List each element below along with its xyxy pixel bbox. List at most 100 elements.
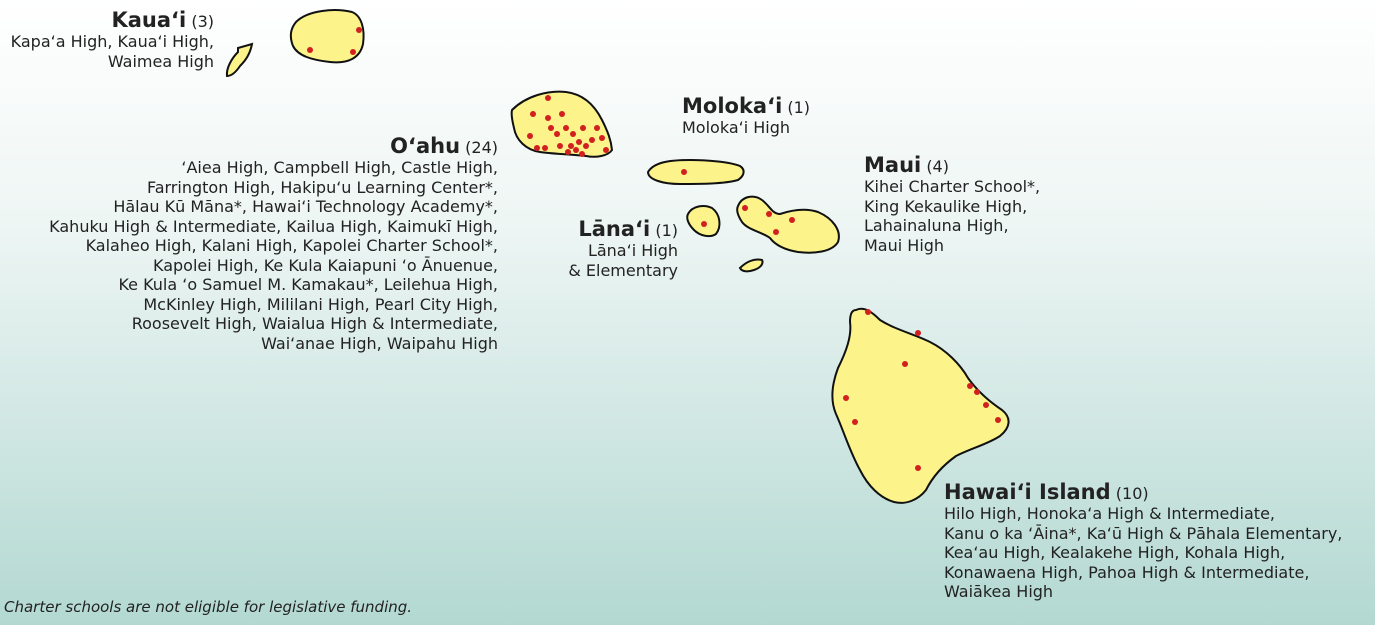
school-dot	[554, 131, 560, 137]
school-dot	[565, 149, 571, 155]
lanai-island	[686, 205, 721, 238]
school-list-line: Roosevelt High, Waialua High & Intermedi…	[131, 314, 498, 333]
school-dot	[589, 137, 595, 143]
school-dot	[570, 131, 576, 137]
school-list: Kapa‘a High, Kaua‘i High, Waimea High	[4, 32, 214, 71]
school-dot	[350, 49, 356, 55]
school-dot	[527, 133, 533, 139]
school-dot	[789, 217, 795, 223]
school-dot	[583, 143, 589, 149]
school-dot	[995, 417, 1001, 423]
school-list-line: Kapa‘a High, Kaua‘i High,	[10, 32, 214, 51]
school-list-line: McKinley High, Mililani High, Pearl City…	[143, 294, 498, 314]
school-list: Hilo High, Honoka‘a High & Intermediate,…	[944, 504, 1342, 602]
school-list-line: Wai‘anae High, Waipahu High	[261, 333, 498, 353]
island-name: Kaua‘i	[111, 8, 187, 32]
school-list-line: Kalaheo High, Kalani High, Kapolei Chart…	[85, 236, 498, 255]
school-list-line: Waimea High	[107, 51, 214, 71]
school-dot	[974, 389, 980, 395]
school-list-line: & Elementary	[568, 260, 678, 280]
school-count: (3)	[191, 12, 214, 31]
school-list-line: Konawaena High, Pahoa High & Intermediat…	[944, 562, 1310, 582]
school-list: Lāna‘i High & Elementary	[530, 241, 678, 280]
school-list-line: ‘Aiea High, Campbell High, Castle High,	[181, 158, 498, 177]
school-count: (10)	[1115, 484, 1149, 503]
school-dot	[563, 125, 569, 131]
school-dot	[576, 139, 582, 145]
school-dot	[594, 125, 600, 131]
school-dot	[852, 419, 858, 425]
school-list-line: Farrington High, Hakipu‘u Learning Cente…	[146, 177, 498, 197]
school-list-line: Kahuku High & Intermediate, Kailua High,…	[49, 216, 498, 236]
school-dot	[356, 27, 362, 33]
school-list-line: Ke Kula ‘o Samuel M. Kamakau*, Leilehua …	[118, 275, 498, 294]
kahoolawe-island	[738, 258, 764, 273]
school-list-line: Hālau Kū Māna*, Hawai‘i Technology Acade…	[113, 197, 498, 216]
school-list-line: Moloka‘i High	[682, 118, 791, 137]
school-dot	[580, 125, 586, 131]
lanai-label: Lāna‘i (1) Lāna‘i High & Elementary	[530, 217, 678, 280]
school-list-line: Waiākea High	[944, 582, 1054, 601]
school-dot	[865, 309, 871, 315]
school-list-line: Lahainaluna High,	[864, 216, 1009, 235]
school-dot	[548, 125, 554, 131]
school-dot	[915, 465, 921, 471]
oahu-island	[510, 90, 614, 158]
niihau-island	[225, 42, 254, 78]
school-dot	[603, 147, 609, 153]
school-dot	[701, 221, 707, 227]
school-list-line: Hilo High, Honoka‘a High & Intermediate,	[944, 504, 1275, 523]
school-list-line: King Kekaulike High,	[864, 196, 1028, 216]
school-dot	[573, 147, 579, 153]
school-list-line: Kihei Charter School*,	[864, 177, 1041, 196]
school-dot	[599, 135, 605, 141]
oahu-label: O‘ahu (24) ‘Aiea High, Campbell High, Ca…	[10, 134, 498, 353]
molokai-island	[646, 158, 745, 186]
school-dot	[915, 330, 921, 336]
school-dot	[902, 361, 908, 367]
school-dot	[559, 111, 565, 117]
island-name: Lāna‘i	[578, 217, 651, 241]
school-dot	[545, 95, 551, 101]
island-name: Hawai‘i Island	[944, 480, 1111, 504]
school-list-line: Kea‘au High, Kealakehe High, Kohala High…	[944, 543, 1286, 562]
school-dot	[967, 383, 973, 389]
school-dot	[681, 169, 687, 175]
molokai-label: Moloka‘i (1) Moloka‘i High	[682, 94, 810, 138]
school-dot	[568, 143, 574, 149]
school-dot	[530, 111, 536, 117]
kauai-label: Kaua‘i (3) Kapa‘a High, Kaua‘i High, Wai…	[4, 8, 214, 71]
school-list-line: Lāna‘i High	[587, 241, 678, 260]
school-dot	[542, 145, 548, 151]
school-dot	[843, 395, 849, 401]
school-list: ‘Aiea High, Campbell High, Castle High, …	[10, 158, 498, 353]
school-list-line: Kanu o ka ‘Āina*, Ka‘ū High & Pāhala Ele…	[944, 523, 1343, 543]
school-list: Moloka‘i High	[682, 118, 810, 138]
school-list-line: Maui High	[864, 235, 945, 255]
school-dots	[307, 27, 1001, 471]
school-list: Kihei Charter School*, King Kekaulike Hi…	[864, 177, 1040, 255]
school-list-line: Kapolei High, Ke Kula Kaiapuni ‘o Ānuenu…	[153, 255, 498, 275]
school-dot	[983, 402, 989, 408]
school-count: (1)	[655, 221, 678, 240]
school-dot	[307, 47, 313, 53]
school-dot	[557, 143, 563, 149]
footnote: Charter schools are not eligible for leg…	[4, 598, 413, 616]
island-name: O‘ahu	[390, 134, 461, 158]
school-dot	[534, 145, 540, 151]
island-name: Moloka‘i	[682, 94, 783, 118]
hawaii-island	[831, 307, 1010, 504]
school-dot	[773, 229, 779, 235]
maui-island	[736, 195, 840, 254]
school-dot	[579, 151, 585, 157]
school-count: (1)	[787, 98, 811, 117]
maui-label: Maui (4) Kihei Charter School*, King Kek…	[864, 153, 1040, 255]
hawaii-label: Hawai‘i Island (10) Hilo High, Honoka‘a …	[944, 480, 1342, 602]
school-count: (4)	[926, 157, 949, 176]
school-dot	[742, 205, 748, 211]
school-dot	[545, 115, 551, 121]
island-name: Maui	[864, 153, 922, 177]
school-count: (24)	[465, 138, 498, 157]
school-dot	[766, 211, 772, 217]
